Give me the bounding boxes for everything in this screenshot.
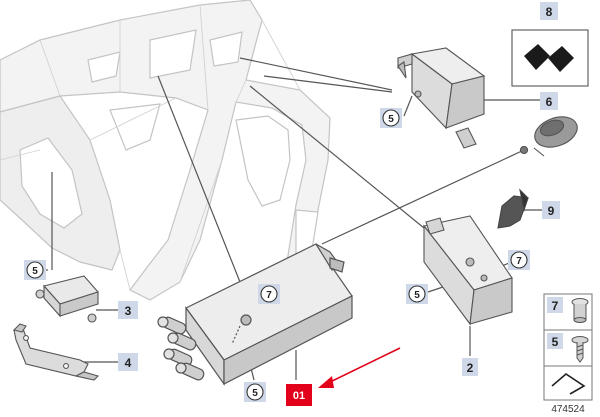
main-unit-connectors [157, 316, 205, 381]
callout-circle-7-main: 7 [258, 284, 280, 304]
svg-text:5: 5 [552, 335, 559, 349]
diagram-number: 474524 [551, 404, 585, 415]
vehicle-body-frame [0, 0, 331, 301]
svg-text:4: 4 [125, 356, 132, 370]
svg-text:2: 2 [467, 361, 474, 375]
callout-part-6: 6 [540, 92, 558, 110]
svg-text:5: 5 [414, 290, 420, 301]
rivet-nut-icon [571, 298, 589, 323]
svg-text:7: 7 [552, 299, 559, 313]
svg-text:9: 9 [548, 204, 555, 218]
callout-part-9: 9 [542, 201, 560, 219]
part-module-2 [423, 215, 513, 326]
part-bracket [12, 323, 100, 381]
part-module-6 [397, 47, 486, 149]
callout-circle-5-module6: 5 [380, 108, 402, 128]
leader-part-6-b [263, 75, 393, 93]
svg-text:5: 5 [32, 266, 38, 277]
svg-text:8: 8 [546, 5, 553, 19]
part-antenna [519, 116, 578, 157]
leader-antenna-cable [321, 149, 525, 245]
vehicle-body-details [0, 4, 301, 291]
part-clip-9 [497, 188, 529, 229]
leader-part-2-a [249, 85, 425, 229]
legend-box-part-8 [511, 29, 589, 87]
svg-text:3: 3 [125, 304, 132, 318]
callout-part-8: 8 [540, 2, 558, 20]
callout-part-2: 2 [462, 358, 478, 376]
callout-circle-5-module2: 5 [406, 284, 428, 304]
svg-text:5: 5 [252, 388, 258, 399]
part-control-module-small [35, 275, 99, 323]
leader-callout-5-b [403, 95, 413, 117]
callout-circle-5-main: 5 [244, 382, 266, 402]
callout-circle-5-left: 5 [24, 260, 46, 280]
callout-part-3: 3 [118, 301, 138, 319]
svg-text:5: 5 [388, 114, 394, 125]
screw-icon [571, 336, 589, 363]
legend-box-fasteners: 7 5 [543, 293, 593, 401]
svg-text:01: 01 [293, 390, 305, 402]
callout-circle-7-module2: 7 [508, 250, 530, 270]
svg-text:7: 7 [266, 290, 272, 301]
leader-part-1 [157, 75, 241, 283]
adhesive-pad-icon [524, 44, 550, 70]
svg-text:6: 6 [546, 95, 553, 109]
adhesive-pad-icon [548, 46, 574, 72]
svg-text:7: 7 [516, 256, 522, 267]
callout-part-4: 4 [118, 353, 138, 371]
highlight-arrow [318, 347, 401, 388]
part-number-badge[interactable]: 01 [286, 384, 312, 406]
leader-part-6-a [239, 57, 393, 91]
generic-part-symbol-icon [551, 372, 586, 395]
